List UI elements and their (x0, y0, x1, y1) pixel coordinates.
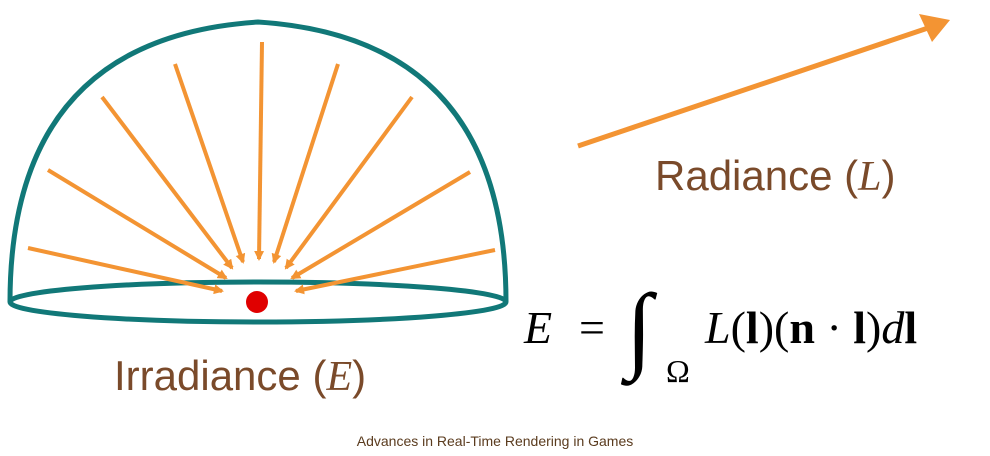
incoming-ray (254, 41, 265, 261)
hemisphere-base-ellipse (7, 279, 509, 325)
incoming-ray (271, 63, 340, 264)
equation-lhs: E (523, 302, 552, 353)
hemisphere-dome (7, 19, 509, 303)
irradiance-word: Irradiance (114, 352, 301, 399)
incoming-rays (27, 41, 496, 295)
radiance-symbol: L (857, 154, 881, 200)
irradiance-symbol: E (325, 354, 352, 400)
irradiance-equation: E = ∫ Ω L(l)(n · l)dl (523, 274, 917, 389)
radiance-label: Radiance (L) (655, 152, 896, 200)
equation-body: L(l)(n · l)dl (704, 302, 917, 353)
equation-domain: Ω (666, 353, 690, 389)
irradiance-label: Irradiance (E) (114, 352, 366, 400)
incoming-ray (284, 95, 414, 270)
radiance-arrowhead (919, 14, 950, 42)
radiance-word: Radiance (655, 152, 832, 199)
incoming-ray (46, 168, 228, 280)
equation-integral: ∫ (620, 274, 658, 386)
footer-caption: Advances in Real-Time Rendering in Games (356, 433, 634, 449)
incoming-ray (100, 95, 234, 270)
incoming-ray (27, 246, 224, 295)
incoming-ray (294, 248, 496, 295)
equation-equals: = (579, 302, 605, 353)
incoming-ray (290, 170, 472, 280)
sample-point (246, 291, 268, 313)
incoming-ray (173, 63, 246, 264)
radiance-arrow (577, 25, 929, 149)
